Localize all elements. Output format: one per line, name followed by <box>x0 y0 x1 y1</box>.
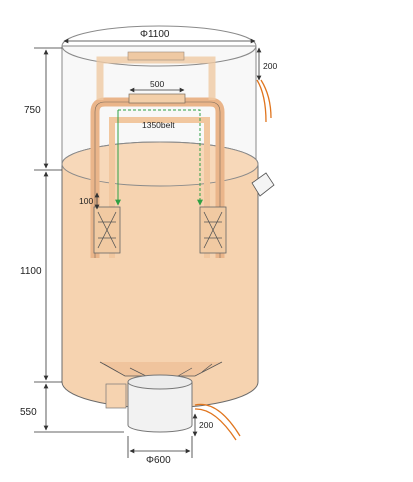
discharge-spout <box>99 361 223 433</box>
loop-offset-label: 100 <box>79 196 93 206</box>
lifting-loop-inner-back <box>96 51 216 100</box>
belt-label: 1350belt <box>142 120 175 130</box>
top-diameter-label: Φ1100 <box>140 29 170 40</box>
belt-guide-line <box>115 109 203 206</box>
inlet-tie-label: 200 <box>263 61 277 71</box>
top-section-height-label: 750 <box>24 105 41 116</box>
loop-width-label: 500 <box>150 79 164 89</box>
top-opening-rim <box>61 25 257 67</box>
side-valve <box>251 172 275 197</box>
loop-500-patch <box>128 93 186 104</box>
outlet-tie-cord <box>194 403 241 441</box>
bottom-section-height-label: 550 <box>20 407 37 418</box>
outlet-tie-label: 200 <box>199 420 213 430</box>
lifting-loop-inner <box>109 117 210 258</box>
stitch-patch-right <box>199 206 227 254</box>
stitch-patch-left <box>93 206 121 254</box>
body-height-label: 1100 <box>20 266 42 277</box>
dimension-lines <box>34 38 262 458</box>
spout-diameter-label: Φ600 <box>146 455 171 466</box>
spout-flap-left <box>105 383 127 409</box>
inlet-tie-cord <box>256 79 272 123</box>
